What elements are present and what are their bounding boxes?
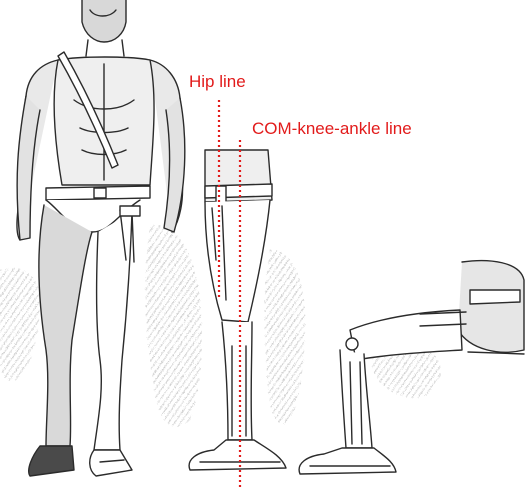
com-knee-ankle-line-label: COM-knee-ankle line [252, 120, 412, 137]
hip-line-label: Hip line [189, 73, 246, 90]
